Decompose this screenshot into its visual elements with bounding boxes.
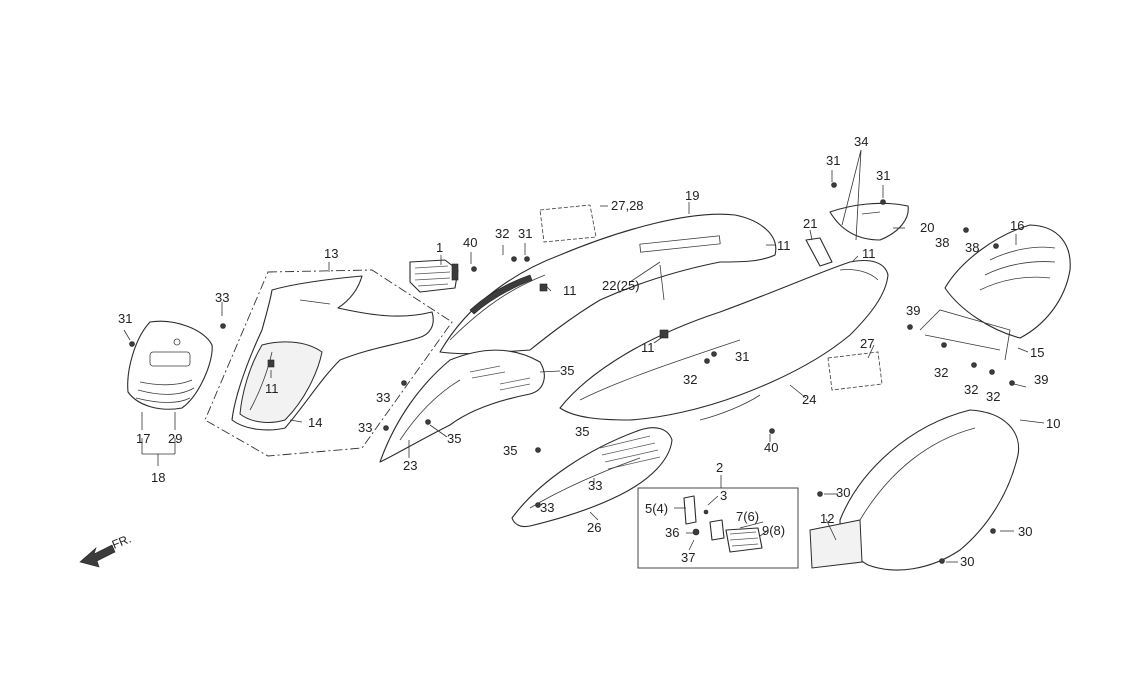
callout-39-b: 39: [1034, 372, 1048, 387]
callout-36: 36: [665, 525, 679, 540]
callout-33-e: 33: [540, 500, 554, 515]
callout-13: 13: [324, 246, 338, 261]
callout-17: 17: [136, 431, 150, 446]
footpeg-assembly-group: [637, 487, 799, 569]
left-side-cover: [439, 213, 777, 355]
callout-34: 34: [854, 134, 868, 149]
front-direction-label: FR.: [110, 532, 133, 552]
callout-22-25: 22(25): [602, 278, 640, 293]
front-cover: [204, 269, 453, 457]
callout-35-c: 35: [575, 424, 589, 439]
rear-carrier: [919, 224, 1071, 361]
callout-16: 16: [1010, 218, 1024, 233]
callout-9-8: 9(8): [762, 523, 785, 538]
callout-33-d: 33: [588, 478, 602, 493]
callout-11-c: 11: [563, 283, 577, 298]
callout-27-28: 27,28: [611, 198, 644, 213]
callout-31-mid: 31: [735, 349, 749, 364]
callout-1: 1: [436, 240, 443, 255]
callout-39-a: 39: [906, 303, 920, 318]
callout-35-d: 35: [503, 443, 517, 458]
callout-30-a: 30: [836, 485, 850, 500]
label-decals: [539, 204, 883, 391]
callout-33-c: 33: [358, 420, 372, 435]
front-emblem-panel: [127, 320, 213, 410]
callout-32-c: 32: [986, 389, 1000, 404]
callout-11-b: 11: [862, 246, 876, 261]
rear-fender: [809, 409, 1020, 571]
callout-27: 27: [860, 336, 874, 351]
callout-23: 23: [403, 458, 417, 473]
callout-29: 29: [168, 431, 182, 446]
callout-32-b: 32: [964, 382, 978, 397]
callout-3: 3: [720, 488, 727, 503]
callout-2: 2: [716, 460, 723, 475]
callout-7-6: 7(6): [736, 509, 759, 524]
front-arrow-icon: [79, 544, 116, 568]
callout-40-lower: 40: [764, 440, 778, 455]
callout-33-top: 33: [215, 290, 229, 305]
callout-31-left: 31: [118, 311, 132, 326]
callout-35-b: 35: [447, 431, 461, 446]
callout-31-top: 31: [826, 153, 840, 168]
callout-15: 15: [1030, 345, 1044, 360]
callout-32-a: 32: [934, 365, 948, 380]
callout-32-mid: 32: [683, 372, 697, 387]
callout-10: 10: [1046, 416, 1060, 431]
callout-26: 26: [587, 520, 601, 535]
callout-11-e: 11: [641, 340, 655, 355]
leader-lines: [123, 149, 1045, 563]
rear-body-cover: [559, 259, 889, 421]
callout-33-b: 33: [376, 390, 390, 405]
callout-12: 12: [820, 511, 834, 526]
callout-40-upper: 40: [463, 235, 477, 250]
footpeg-rear: [409, 259, 459, 293]
callout-30-c: 30: [960, 554, 974, 569]
rear-upper-bracket: [805, 202, 909, 267]
callout-31-right: 31: [876, 168, 890, 183]
callout-5-4: 5(4): [645, 501, 668, 516]
callout-19: 19: [685, 188, 699, 203]
callout-31-upper: 31: [518, 226, 532, 241]
callout-18: 18: [151, 470, 165, 485]
fastener-bolts: [129, 182, 1015, 564]
callout-24: 24: [802, 392, 816, 407]
callout-37: 37: [681, 550, 695, 565]
callout-38-a: 38: [935, 235, 949, 250]
callout-30-b: 30: [1018, 524, 1032, 539]
callout-11-a: 11: [777, 238, 791, 253]
callout-11-d: 11: [265, 381, 279, 396]
callout-32-upper: 32: [495, 226, 509, 241]
floor-side-cover: [511, 427, 673, 528]
callout-38-b: 38: [965, 240, 979, 255]
front-direction-indicator: FR.: [79, 532, 133, 568]
callout-35-a: 35: [560, 363, 574, 378]
callout-14: 14: [308, 415, 322, 430]
callout-20: 20: [920, 220, 934, 235]
part-number-labels: 13 1 40 32 31 27,28 19 11 31 34 31 21 20…: [118, 134, 1060, 569]
floor-inner-panel: [379, 349, 545, 463]
callout-21: 21: [803, 216, 817, 231]
